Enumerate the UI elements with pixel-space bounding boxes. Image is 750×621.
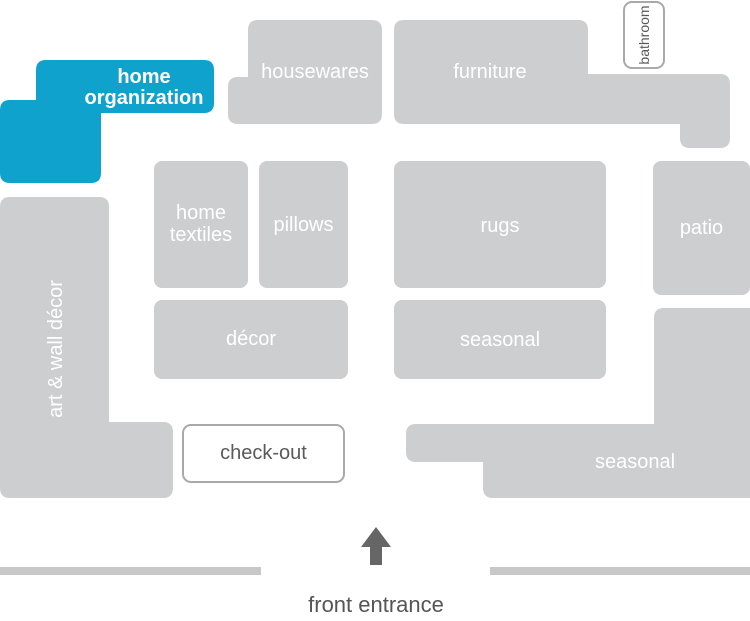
home-organization-area[interactable]: [0, 60, 214, 183]
decor-area[interactable]: [154, 300, 348, 379]
seasonal-corner-area[interactable]: [406, 308, 750, 498]
pillows-area[interactable]: [259, 161, 348, 288]
housewares-area[interactable]: [228, 20, 382, 124]
front-wall-right: [490, 567, 750, 575]
patio-area[interactable]: [653, 161, 750, 295]
seasonal-center-area[interactable]: [394, 300, 606, 379]
arrow-up-icon: [361, 527, 391, 565]
furniture-area[interactable]: [394, 20, 730, 148]
check-out-area[interactable]: [182, 424, 345, 483]
front-wall-left: [0, 567, 261, 575]
home-textiles-area[interactable]: [154, 161, 248, 288]
bathroom-area[interactable]: [623, 1, 665, 69]
art-wall-decor-area[interactable]: [0, 197, 173, 498]
rugs-area[interactable]: [394, 161, 606, 288]
